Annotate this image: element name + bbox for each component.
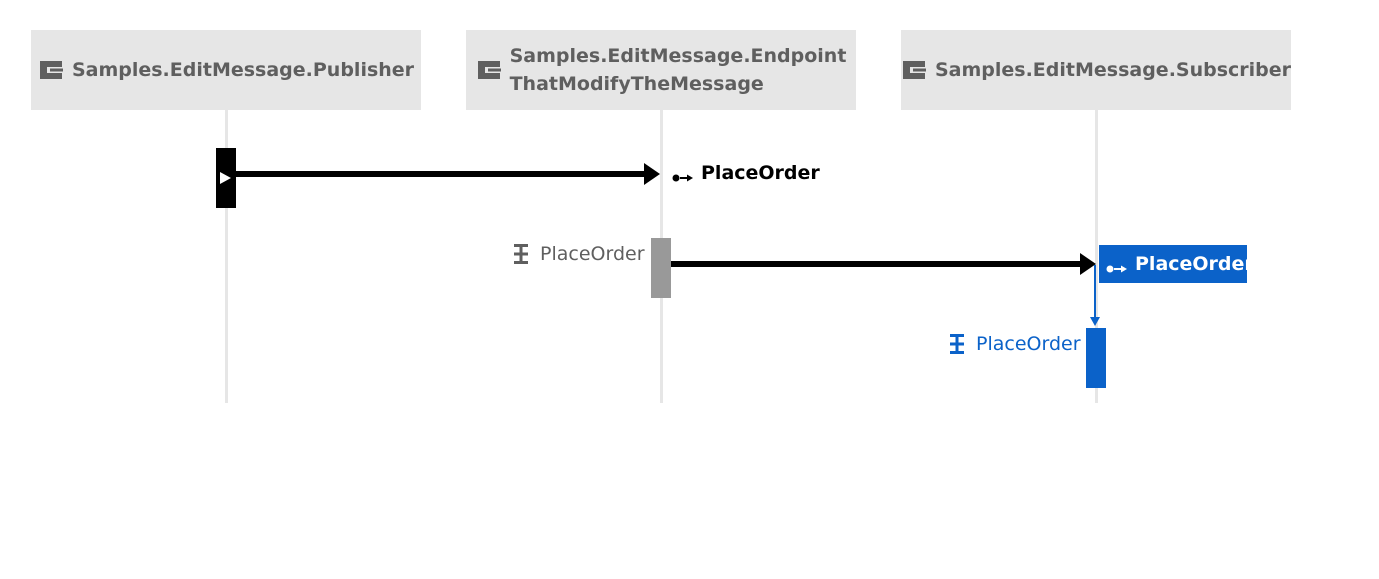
message-label-text: PlaceOrder <box>701 162 820 184</box>
lifeline-subscriber <box>1095 110 1098 403</box>
message-label-1[interactable]: PlaceOrder <box>672 162 820 184</box>
message-arrow-2 <box>671 261 1081 267</box>
selected-connector-arrowhead <box>1090 317 1100 326</box>
handler-label-subscriber[interactable]: PlaceOrder <box>950 333 1081 355</box>
handler-icon <box>950 333 964 355</box>
publisher-activation[interactable] <box>216 148 236 208</box>
endpoint-name: Samples.EditMessage.Publisher <box>71 59 415 81</box>
play-icon <box>220 172 231 184</box>
message-arrowhead-2 <box>1080 253 1096 275</box>
subscriber-activation[interactable] <box>1086 328 1106 388</box>
handler-icon <box>514 243 528 265</box>
handler-label-text: PlaceOrder <box>976 333 1081 355</box>
endpoint-icon <box>901 59 929 81</box>
handler-label-modifier[interactable]: PlaceOrder <box>514 243 645 265</box>
message-arrow-1 <box>236 171 646 177</box>
endpoint-header-publisher[interactable]: Samples.EditMessage.Publisher <box>31 30 421 110</box>
lifeline-publisher <box>225 110 228 403</box>
endpoint-header-modifier[interactable]: Samples.EditMessage.Endpoint ThatModifyT… <box>466 30 856 110</box>
modifier-activation[interactable] <box>651 238 671 298</box>
endpoint-icon <box>476 59 504 81</box>
endpoint-icon <box>38 59 66 81</box>
message-icon <box>672 167 694 182</box>
message-icon <box>1106 258 1128 273</box>
message-label-text: PlaceOrder <box>1135 253 1254 275</box>
message-arrowhead-1 <box>644 163 660 185</box>
endpoint-name: Samples.EditMessage.Subscriber <box>934 59 1292 81</box>
endpoint-name: Samples.EditMessage.Endpoint ThatModifyT… <box>509 45 847 95</box>
selected-connector-line <box>1094 265 1096 319</box>
message-label-2[interactable]: PlaceOrder <box>1099 245 1254 283</box>
endpoint-header-subscriber[interactable]: Samples.EditMessage.Subscriber <box>901 30 1291 110</box>
handler-label-text: PlaceOrder <box>540 243 645 265</box>
